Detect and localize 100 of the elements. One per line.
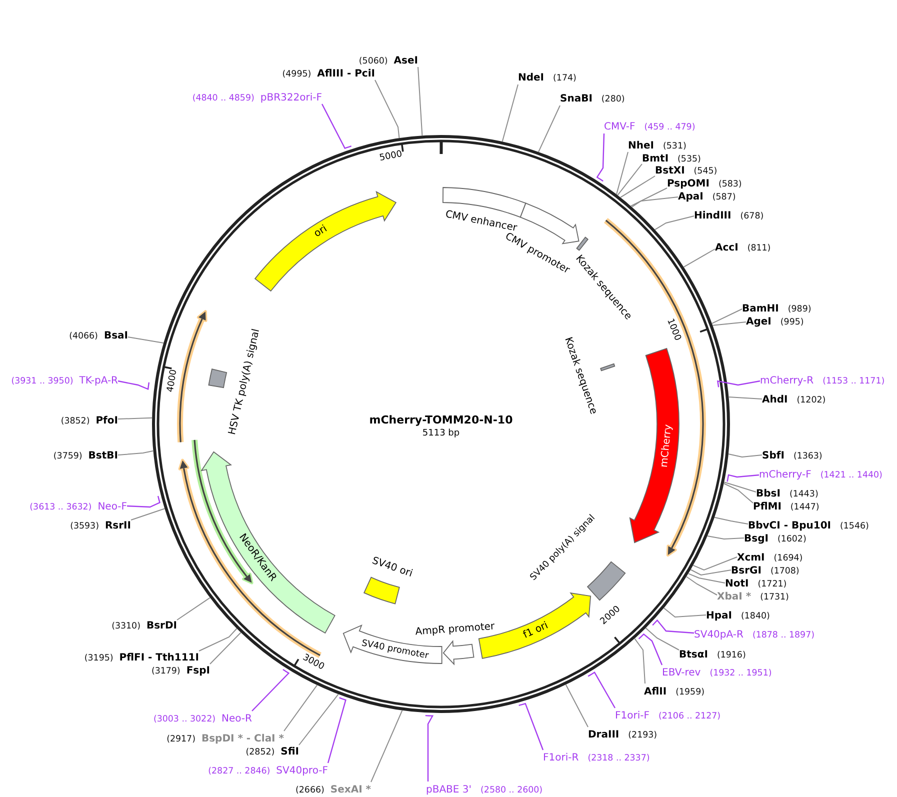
leader-line bbox=[631, 196, 678, 208]
leader-line bbox=[724, 482, 756, 492]
restriction-site-label: (4995) AflIII - PciI bbox=[282, 66, 375, 80]
leader-line bbox=[198, 628, 238, 652]
primer-label: (4840 .. 4859) pBR322ori-F bbox=[192, 90, 322, 104]
leader-line bbox=[690, 569, 732, 576]
restriction-site-label: XcmI (1694) bbox=[737, 550, 803, 564]
feature-label: f1 ori bbox=[521, 620, 550, 642]
restriction-site-label: (2852) SfiI bbox=[246, 744, 299, 758]
restriction-site-label: PspOMI (583) bbox=[667, 176, 742, 190]
restriction-site-label: (3759) BstBI bbox=[53, 448, 118, 462]
leader-line bbox=[502, 84, 518, 142]
leader-line bbox=[126, 496, 160, 508]
restriction-site-label: DraIII (2193) bbox=[588, 726, 658, 742]
restriction-site-label: BsrGI (1708) bbox=[731, 562, 800, 578]
leader-line bbox=[620, 176, 656, 198]
primer-label: F1ori-R (2318 .. 2337) bbox=[543, 750, 650, 764]
leader-line bbox=[425, 714, 434, 782]
leader-line bbox=[728, 454, 762, 458]
leader-line bbox=[370, 710, 403, 782]
primer-label: SV40pA-R (1878 .. 1897) bbox=[694, 626, 814, 642]
restriction-site-label: ApaI (587) bbox=[678, 188, 736, 204]
feature-label: SV40 promoter bbox=[360, 638, 430, 662]
scale-label: 5000 bbox=[378, 149, 404, 164]
restriction-site-label: (2666) SexAI * bbox=[296, 782, 371, 796]
primer-label: (2827 .. 2846) SV40pro-F bbox=[208, 762, 328, 778]
leader-line bbox=[538, 105, 560, 152]
leader-line bbox=[298, 694, 339, 746]
plasmid-name: mCherry-TOMM20-N-10 bbox=[369, 414, 513, 426]
leader-line bbox=[714, 516, 748, 524]
primer-label: CMV-F (459 .. 479) bbox=[604, 118, 696, 134]
leader-line bbox=[588, 672, 616, 708]
plasmid-length: 5113 bp bbox=[422, 428, 460, 440]
restriction-site-label: AgeI (995) bbox=[746, 314, 804, 328]
leader-line bbox=[596, 133, 605, 182]
restriction-site-label: NotI (1721) bbox=[725, 576, 787, 590]
leader-line bbox=[638, 633, 663, 666]
restriction-site-label: (3179) FspI bbox=[151, 662, 210, 678]
leader-line bbox=[645, 628, 680, 650]
leader-line bbox=[210, 632, 242, 664]
leader-line bbox=[711, 308, 742, 324]
restriction-site-label: SbfI (1363) bbox=[762, 448, 822, 462]
restriction-site-label: SnaBI (280) bbox=[560, 90, 625, 106]
restriction-site-label: (4066) BsaI bbox=[69, 328, 128, 342]
leader-line bbox=[252, 669, 290, 712]
leader-line bbox=[726, 474, 760, 482]
leader-line bbox=[688, 573, 726, 584]
restriction-site-label: BamHI (989) bbox=[742, 300, 812, 316]
restriction-site-label: (3593) RsrII bbox=[70, 518, 131, 532]
restriction-site-label: NheI (531) bbox=[628, 138, 686, 152]
leader-line bbox=[663, 608, 706, 618]
feature-label: HSV TK poly(A) signal bbox=[227, 328, 264, 437]
restriction-site-label: (5060) AseI bbox=[358, 52, 418, 68]
leader-line bbox=[374, 80, 400, 139]
leader-line bbox=[565, 684, 588, 728]
leader-line bbox=[616, 152, 628, 195]
restriction-site-label: (3195) PflFI - Tth111I bbox=[84, 650, 199, 664]
leader-line bbox=[128, 336, 164, 344]
leader-line bbox=[327, 697, 346, 764]
restriction-site-label: BmtI (535) bbox=[642, 150, 701, 166]
restriction-site-label: (3310) BsrDI bbox=[112, 618, 177, 632]
primer-label: mCherry-F (1421 .. 1440) bbox=[759, 466, 882, 482]
leader-line bbox=[706, 535, 744, 540]
leader-line bbox=[716, 380, 760, 388]
leader-line bbox=[634, 638, 646, 684]
primer-label: (3931 .. 3950) TK-pA-R bbox=[11, 372, 118, 388]
restriction-site-label: BsgI (1602) bbox=[744, 530, 806, 546]
restriction-site-label: HindIII (678) bbox=[694, 208, 764, 222]
restriction-site-label: (3852) PfoI bbox=[60, 412, 118, 428]
leader-line bbox=[130, 508, 166, 520]
restriction-site-label: BbvCI - Bpu10I (1546) bbox=[748, 518, 869, 532]
restriction-site-label: PflMI (1447) bbox=[753, 498, 820, 514]
leader-line bbox=[118, 380, 150, 390]
leader-line bbox=[683, 248, 716, 268]
leader-line bbox=[728, 396, 762, 400]
leader-line bbox=[654, 216, 694, 230]
primer-label: pBABE 3' (2580 .. 2600) bbox=[426, 782, 543, 796]
restriction-site-label: NdeI (174) bbox=[518, 70, 576, 84]
primer-label: mCherry-R (1153 .. 1171) bbox=[760, 372, 885, 388]
leader-line bbox=[518, 702, 544, 750]
primer-label: F1ori-F (2106 .. 2127) bbox=[615, 708, 721, 722]
feature-label: SV40 ori bbox=[370, 555, 414, 580]
leader-line bbox=[284, 684, 318, 732]
leader-line bbox=[118, 450, 154, 456]
scale-label: 4000 bbox=[165, 368, 180, 393]
restriction-site-label: BbsI (1443) bbox=[756, 486, 818, 500]
leader-line bbox=[176, 597, 211, 620]
feature-label: AmpR promoter bbox=[415, 622, 496, 640]
restriction-site-label: XbaI * (1731) bbox=[717, 588, 789, 604]
leader-line bbox=[418, 66, 423, 136]
leader-line bbox=[630, 188, 668, 207]
leader-line bbox=[692, 556, 738, 571]
feature-label: CMV enhancer bbox=[444, 208, 518, 234]
leader-line bbox=[652, 619, 694, 634]
restriction-site-label: AflII (1959) bbox=[644, 684, 704, 698]
leader-line bbox=[686, 576, 718, 596]
feature-label: mCherry bbox=[658, 424, 675, 468]
leader-line bbox=[712, 322, 746, 326]
primer-label: (3613 .. 3632) Neo-F bbox=[30, 498, 127, 514]
leader-line bbox=[723, 483, 754, 504]
